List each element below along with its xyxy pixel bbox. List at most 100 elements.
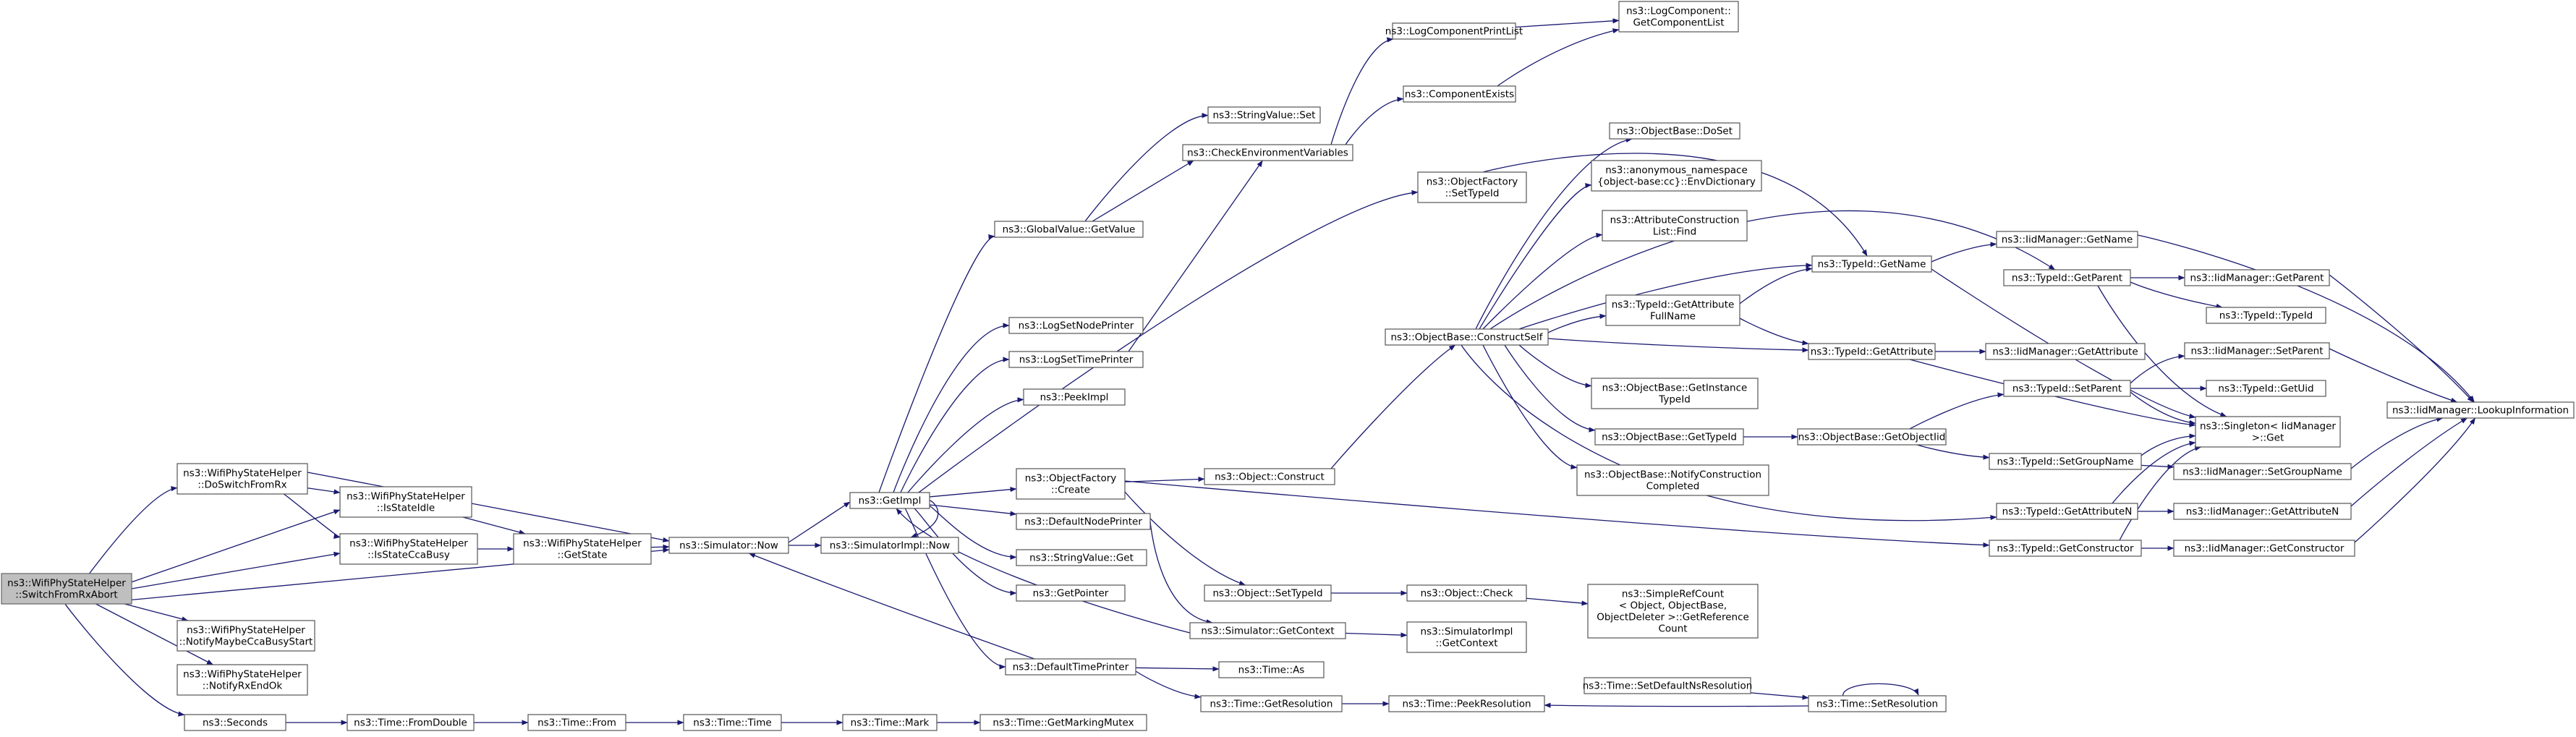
node-box[interactable] <box>1016 549 1147 566</box>
node-tid-typeid[interactable]: ns3::TypeId::TypeId <box>2206 307 2326 324</box>
node-tid-getattr[interactable]: ns3::TypeId::GetAttribute <box>1808 343 1936 360</box>
node-box[interactable] <box>1584 677 1751 694</box>
node-box[interactable] <box>994 221 1144 238</box>
node-of-create[interactable]: ns3::ObjectFactory::Create <box>1016 468 1126 500</box>
node-box[interactable] <box>1189 622 1346 639</box>
node-iid-getparent[interactable]: ns3::IidManager::GetParent <box>2184 269 2330 286</box>
node-box[interactable] <box>513 533 652 565</box>
node-box[interactable] <box>2173 540 2355 557</box>
node-box[interactable] <box>1996 231 2138 248</box>
node-box[interactable] <box>1989 453 2142 470</box>
node-rxendok[interactable]: ns3::WifiPhyStateHelper::NotifyRxEndOk <box>177 664 308 696</box>
node-box[interactable] <box>842 714 938 731</box>
node-box[interactable] <box>1594 428 1744 446</box>
node-box[interactable] <box>339 486 472 518</box>
node-deftimeprinter[interactable]: ns3::DefaultTimePrinter <box>1005 658 1136 676</box>
node-iid-getname[interactable]: ns3::IidManager::GetName <box>1996 231 2138 248</box>
node-tid-getctor[interactable]: ns3::TypeId::GetConstructor <box>1989 540 2142 557</box>
node-time-as[interactable]: ns3::Time::As <box>1218 661 1325 678</box>
node-time[interactable]: ns3::Time::Time <box>683 714 782 731</box>
node-tid-getuid[interactable]: ns3::TypeId::GetUid <box>2206 380 2326 397</box>
node-box[interactable] <box>1016 468 1126 500</box>
node-box[interactable] <box>1008 351 1144 368</box>
node-getstate[interactable]: ns3::WifiPhyStateHelper::GetState <box>513 533 652 565</box>
node-gv-getvalue[interactable]: ns3::GlobalValue::GetValue <box>994 221 1144 238</box>
node-checkenv[interactable]: ns3::CheckEnvironmentVariables <box>1182 144 1353 161</box>
node-seconds[interactable]: ns3::Seconds <box>184 714 286 731</box>
node-box[interactable] <box>1602 210 1748 242</box>
node-sv-get[interactable]: ns3::StringValue::Get <box>1016 549 1147 566</box>
node-box[interactable] <box>1989 540 2142 557</box>
node-box[interactable] <box>2206 307 2326 324</box>
node-box[interactable] <box>1016 584 1126 602</box>
node-peekimpl[interactable]: ns3::PeekImpl <box>1023 388 1126 406</box>
node-box[interactable] <box>2184 342 2330 359</box>
node-ob-getobjtid[interactable]: ns3::ObjectBase::GetObjectIid <box>1797 428 1947 446</box>
node-box[interactable] <box>1023 388 1126 406</box>
node-obj-construct[interactable]: ns3::Object::Construct <box>1204 468 1335 485</box>
node-envdict[interactable]: ns3::anonymous_namespace{object-base:cc}… <box>1591 160 1762 192</box>
node-box[interactable] <box>2206 380 2326 397</box>
node-box[interactable] <box>1204 584 1332 602</box>
node-box[interactable] <box>1 573 132 605</box>
node-box[interactable] <box>177 620 315 652</box>
node-box[interactable] <box>1605 294 1740 326</box>
node-box[interactable] <box>1808 695 1947 712</box>
node-tid-setgroup[interactable]: ns3::TypeId::SetGroupName <box>1989 453 2142 470</box>
node-tid-setparent[interactable]: ns3::TypeId::SetParent <box>2003 380 2131 397</box>
node-iid-getctor[interactable]: ns3::IidManager::GetConstructor <box>2173 540 2355 557</box>
node-sv-set[interactable]: ns3::StringValue::Set <box>1207 106 1321 124</box>
node-mark[interactable]: ns3::Time::Mark <box>842 714 938 731</box>
node-box[interactable] <box>1008 317 1144 334</box>
node-fromdouble[interactable]: ns3::Time::FromDouble <box>347 714 475 731</box>
node-box[interactable] <box>177 664 308 696</box>
node-box[interactable] <box>1576 464 1769 496</box>
node-now[interactable]: ns3::Simulator::Now <box>668 537 789 554</box>
node-notifyconst[interactable]: ns3::ObjectBase::NotifyConstructionCompl… <box>1576 464 1769 496</box>
node-box[interactable] <box>1200 695 1343 712</box>
node-box[interactable] <box>1406 584 1527 602</box>
node-box[interactable] <box>1182 144 1353 161</box>
node-getcomplist[interactable]: ns3::LogComponent::GetComponentList <box>1618 1 1739 33</box>
node-simimpl-getcontext[interactable]: ns3::SimulatorImpl::GetContext <box>1406 621 1527 653</box>
node-doswitch[interactable]: ns3::WifiPhyStateHelper::DoSwitchFromRx <box>177 463 308 495</box>
node-box[interactable] <box>979 714 1147 731</box>
node-logcompprint[interactable]: ns3::LogComponentPrintList <box>1385 22 1523 40</box>
node-doset[interactable]: ns3::ObjectBase::DoSet <box>1609 122 1740 140</box>
node-idle[interactable]: ns3::WifiPhyStateHelper::IsStateIdle <box>339 486 472 518</box>
node-logsetnode[interactable]: ns3::LogSetNodePrinter <box>1008 317 1144 334</box>
node-box[interactable] <box>1591 160 1762 192</box>
node-simimplnow[interactable]: ns3::SimulatorImpl::Now <box>820 537 959 554</box>
node-root[interactable]: ns3::WifiPhyStateHelper::SwitchFromRxAbo… <box>1 573 132 605</box>
node-obj-check[interactable]: ns3::Object::Check <box>1406 584 1527 602</box>
node-peekres[interactable]: ns3::Time::PeekResolution <box>1388 695 1545 712</box>
node-iid-setgroup[interactable]: ns3::IidManager::SetGroupName <box>2173 463 2352 480</box>
node-lookup[interactable]: ns3::IidManager::LookupInformation <box>2386 401 2575 419</box>
node-box[interactable] <box>2173 463 2352 480</box>
node-box[interactable] <box>1204 468 1335 485</box>
node-getpointer[interactable]: ns3::GetPointer <box>1016 584 1126 602</box>
node-maybecca[interactable]: ns3::WifiPhyStateHelper::NotifyMaybeCcaB… <box>177 620 315 652</box>
node-box[interactable] <box>1016 513 1151 530</box>
node-box[interactable] <box>1996 503 2138 520</box>
node-iid-getattr[interactable]: ns3::IidManager::GetAttribute <box>1985 343 2146 360</box>
node-box[interactable] <box>1388 695 1545 712</box>
node-box[interactable] <box>2173 503 2352 520</box>
node-tid-getattrn[interactable]: ns3::TypeId::GetAttributeN <box>1996 503 2138 520</box>
node-markmutex[interactable]: ns3::Time::GetMarkingMutex <box>979 714 1147 731</box>
node-box[interactable] <box>2003 380 2131 397</box>
node-box[interactable] <box>527 714 626 731</box>
node-box[interactable] <box>1207 106 1321 124</box>
node-box[interactable] <box>1218 661 1325 678</box>
node-singleton[interactable]: ns3::Singleton< IidManager>::Get <box>2195 416 2341 448</box>
node-of-settypeid[interactable]: ns3::ObjectFactory::SetTypeId <box>1417 171 1527 203</box>
node-box[interactable] <box>2195 416 2341 448</box>
node-box[interactable] <box>1005 658 1136 676</box>
node-box[interactable] <box>2003 269 2131 286</box>
node-iid-setparent[interactable]: ns3::IidManager::SetParent <box>2184 342 2330 359</box>
node-setres[interactable]: ns3::Time::SetResolution <box>1808 695 1947 712</box>
node-ob-gettypeid[interactable]: ns3::ObjectBase::GetTypeId <box>1594 428 1744 446</box>
node-box[interactable] <box>1811 255 1932 273</box>
